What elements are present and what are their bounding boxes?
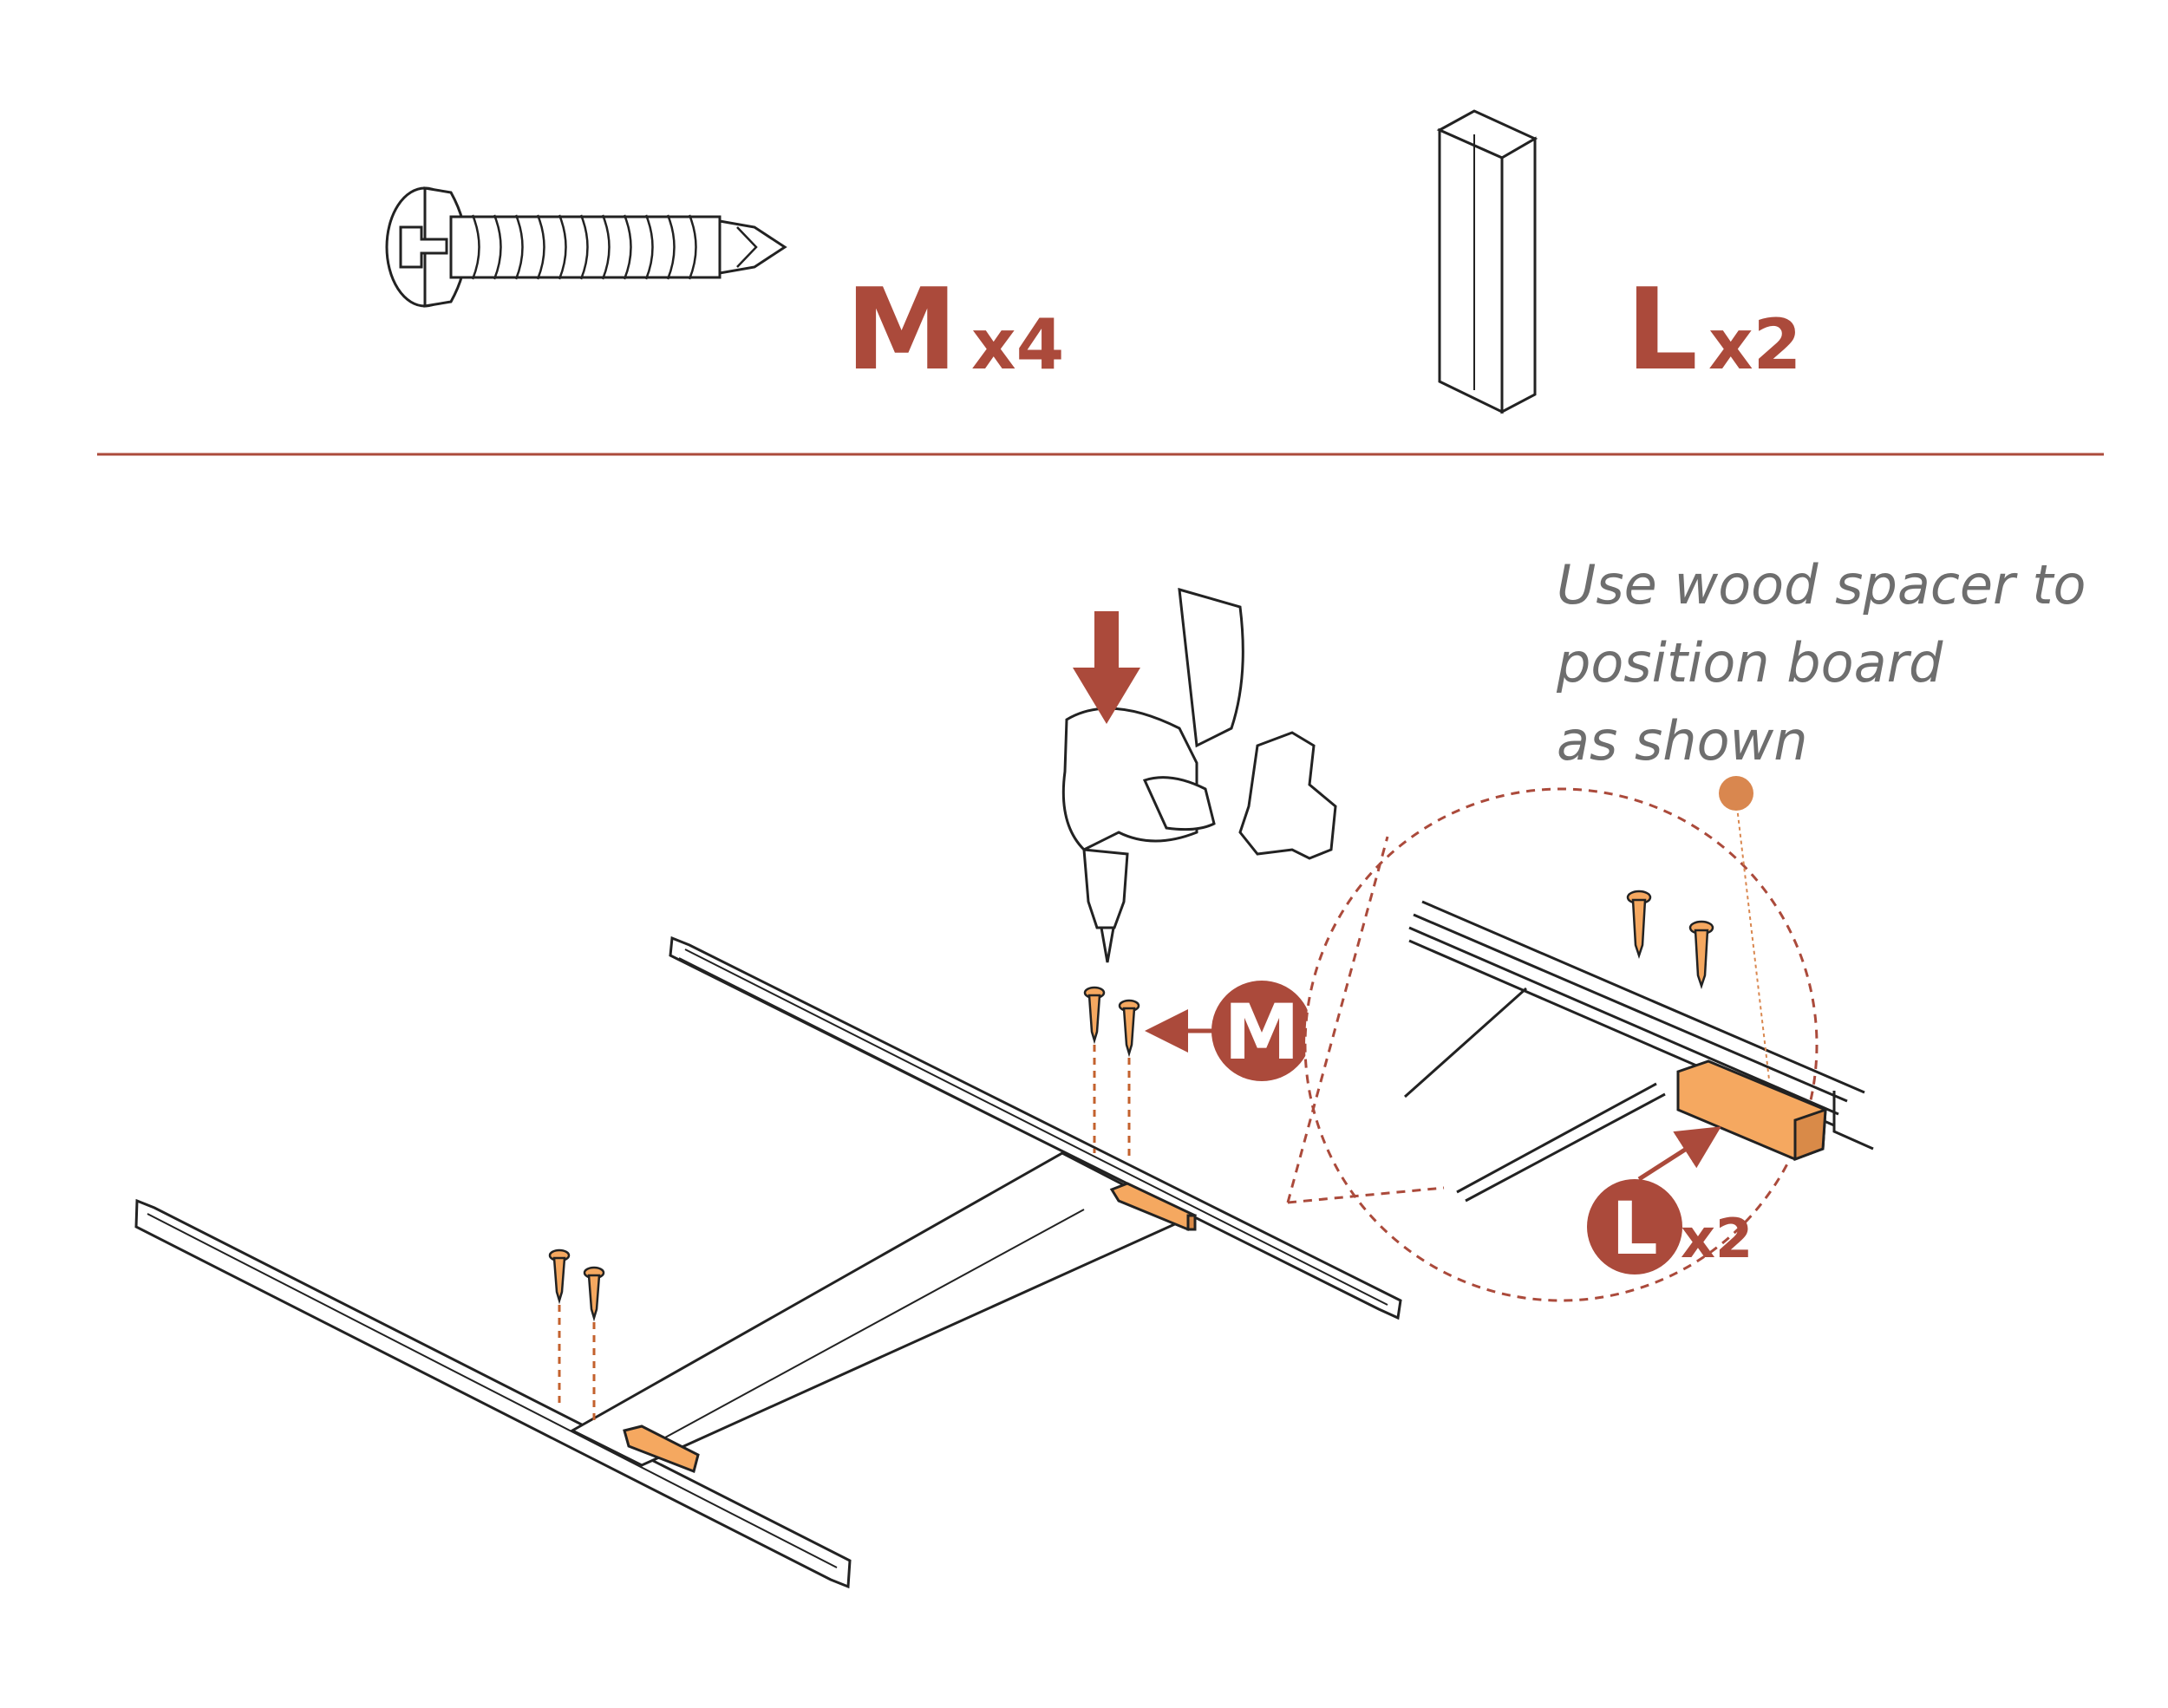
screws-front-rail: [548, 1248, 605, 1422]
screw-callout-badge: [1211, 981, 1312, 1081]
spacer-callout-badge: [1587, 1179, 1682, 1274]
part-l-qty: x2: [1708, 304, 1801, 385]
spacer-callout-qty: x2: [1681, 1207, 1753, 1270]
spacer-callout-letter: L: [1611, 1186, 1658, 1271]
screws-back-rail: [1083, 986, 1140, 1162]
part-m-letter: M: [846, 264, 957, 395]
note-line-2: position board: [1557, 631, 1943, 694]
wood-spacer-back: [1109, 1182, 1198, 1231]
wood-spacer-front: [623, 1424, 700, 1474]
spacer-instruction-note: Use wood spacer to position board as sho…: [1557, 546, 2112, 780]
note-line-3: as shown: [1557, 709, 1808, 773]
wood-spacer-icon: [1436, 109, 1538, 414]
arrow-down-icon: [1073, 611, 1140, 724]
drill-icon: [1061, 587, 1337, 963]
zoom-detail: L x2: [1286, 776, 1874, 1302]
callout-dot: [1719, 776, 1753, 811]
screw-icon: [385, 186, 787, 308]
part-l-letter: L: [1626, 264, 1698, 395]
part-m-qty: x4: [971, 304, 1064, 385]
note-line-1: Use wood spacer to: [1557, 553, 2086, 616]
frame-assembly: [134, 935, 1402, 1589]
screw-callout-letter: M: [1224, 988, 1300, 1077]
spacer-callout-arrow: [1637, 1126, 1721, 1182]
